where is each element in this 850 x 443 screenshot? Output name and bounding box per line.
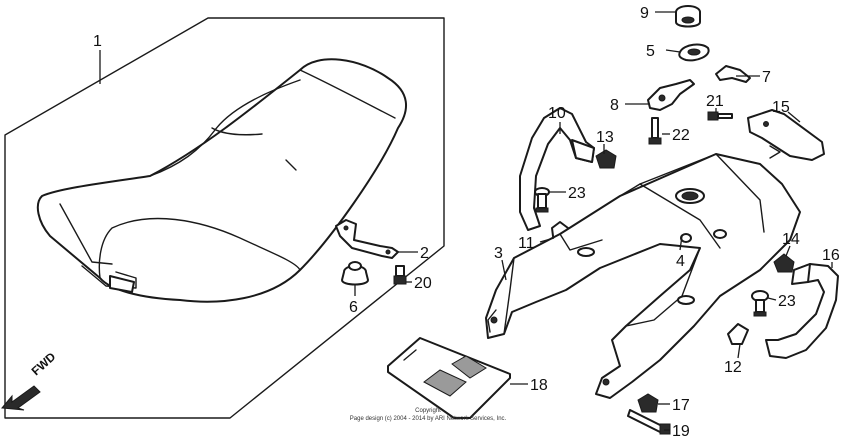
nut-part-14 bbox=[773, 253, 795, 273]
callout-11: 11 bbox=[518, 235, 535, 252]
bolt-part-19 bbox=[627, 409, 671, 435]
leader-lines bbox=[99, 11, 833, 431]
grab-handle-part-16 bbox=[765, 263, 839, 359]
callout-3: 3 bbox=[494, 245, 503, 262]
callout-20: 20 bbox=[414, 275, 432, 292]
callout-15: 15 bbox=[772, 99, 790, 116]
callout-12: 12 bbox=[724, 359, 742, 376]
bolt-part-23-left bbox=[534, 187, 550, 213]
callout-10: 10 bbox=[548, 105, 566, 122]
copyright-line-1: Copyright bbox=[415, 408, 441, 414]
bolt-part-23-right bbox=[751, 290, 769, 317]
callout-13: 13 bbox=[596, 129, 614, 146]
callout-16: 16 bbox=[822, 247, 840, 264]
gasket-part-5 bbox=[678, 43, 710, 62]
callout-23-right: 23 bbox=[778, 293, 796, 310]
fwd-label: FWD bbox=[29, 349, 59, 378]
rear-cowl-part-3-4 bbox=[485, 153, 801, 399]
callout-17: 17 bbox=[672, 397, 690, 414]
clip-part-7 bbox=[715, 65, 751, 83]
nut-part-17 bbox=[637, 393, 659, 413]
callout-18: 18 bbox=[530, 377, 548, 394]
cushion-part-6 bbox=[341, 261, 369, 286]
fwd-arrow-icon bbox=[1, 385, 41, 411]
clip-part-12 bbox=[727, 323, 749, 345]
callout-22: 22 bbox=[672, 127, 690, 144]
callout-23-left: 23 bbox=[568, 185, 586, 202]
seat-panel-outline bbox=[4, 17, 445, 419]
latch-part-8 bbox=[647, 79, 695, 111]
callout-1: 1 bbox=[93, 33, 102, 50]
grab-handle-part-10 bbox=[519, 107, 595, 231]
callout-14: 14 bbox=[782, 231, 800, 248]
bolt-part-20 bbox=[393, 265, 407, 285]
callout-8: 8 bbox=[610, 97, 619, 114]
bolt-part-21 bbox=[707, 111, 733, 121]
callout-21: 21 bbox=[706, 93, 724, 110]
bracket-part-2 bbox=[335, 219, 399, 259]
callout-7: 7 bbox=[762, 69, 771, 86]
plate-part-15 bbox=[747, 109, 825, 161]
seat-part-1 bbox=[36, 58, 408, 303]
callout-5: 5 bbox=[646, 43, 655, 60]
cap-part-9 bbox=[675, 5, 701, 28]
copyright-line-2: Page design (c) 2004 - 2014 by ARI Netwo… bbox=[350, 416, 507, 422]
mat-part-18 bbox=[387, 337, 511, 419]
callout-2: 2 bbox=[420, 245, 429, 262]
callout-6: 6 bbox=[349, 299, 358, 316]
callout-9: 9 bbox=[640, 5, 649, 22]
callout-4: 4 bbox=[676, 253, 685, 270]
bolt-part-22 bbox=[648, 117, 662, 145]
callout-19: 19 bbox=[672, 423, 690, 440]
nut-part-13 bbox=[595, 149, 617, 169]
